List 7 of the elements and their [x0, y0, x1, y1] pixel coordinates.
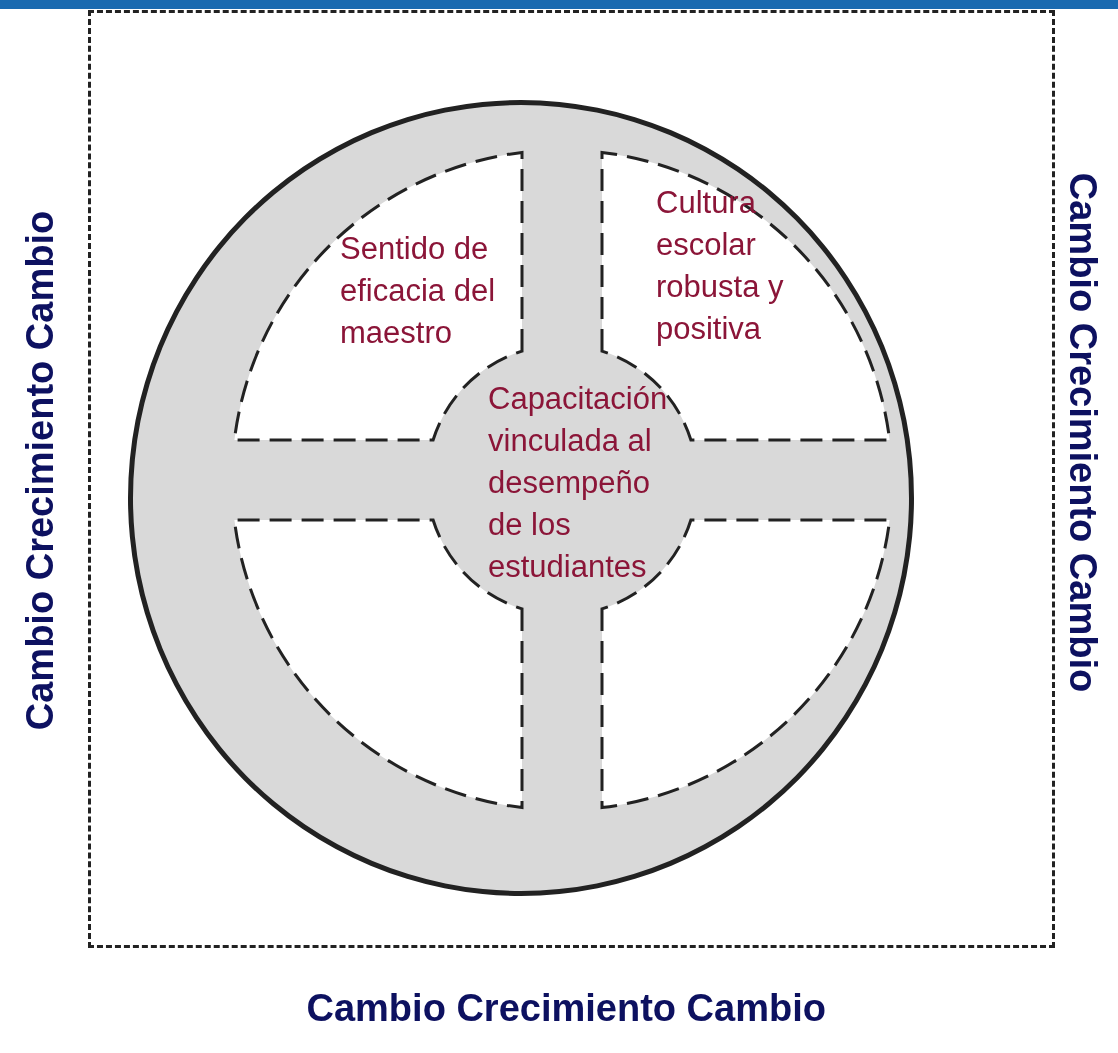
side-caption: Cambio Crecimiento Cambio — [18, 210, 62, 730]
node-text: Cultura escolar robusta y positiva — [656, 184, 785, 348]
dashed-frame — [88, 10, 1055, 948]
node-text: Sentido de eficacia del maestro — [340, 230, 497, 352]
side-caption: Cambio Crecimiento Cambio — [1060, 172, 1104, 692]
side-caption: Cambio Crecimiento Cambio — [306, 986, 826, 1030]
node-text: Capacitación vinculada al desempeño de los estudiantes — [488, 380, 669, 586]
